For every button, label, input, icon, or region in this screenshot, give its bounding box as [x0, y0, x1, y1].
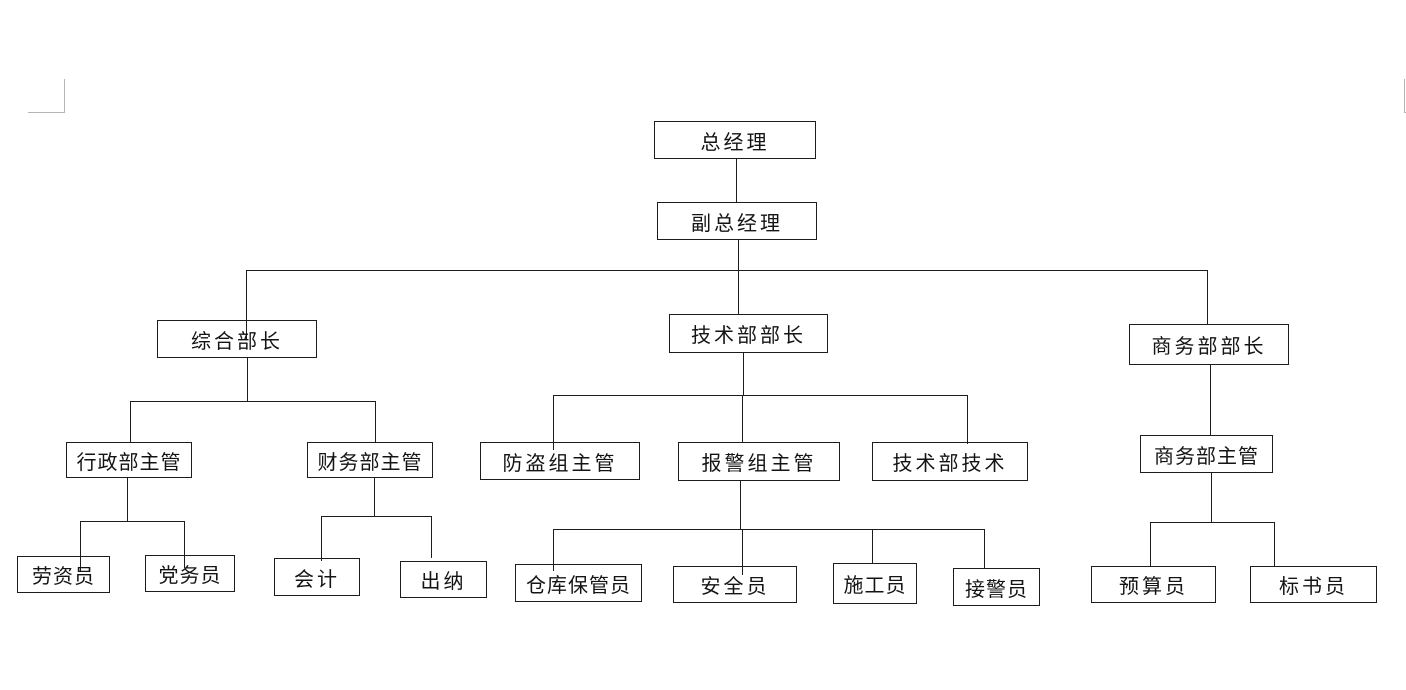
connector-line	[431, 516, 432, 558]
connector-line	[375, 401, 376, 442]
connector-line	[246, 270, 247, 340]
org-node-party-affairs-clerk: 党务员	[145, 555, 235, 592]
connector-line	[872, 529, 873, 563]
connector-line	[738, 270, 739, 314]
connector-line	[553, 529, 554, 571]
connector-line	[742, 395, 743, 442]
connector-line	[374, 478, 375, 516]
connector-line	[742, 529, 743, 575]
page-margin-corner-mark-right	[1404, 79, 1405, 113]
connector-line	[130, 401, 131, 442]
org-node-labor-wage-clerk: 劳资员	[17, 556, 110, 593]
org-node-warehouse-keeper: 仓库保管员	[515, 564, 642, 602]
connector-line	[80, 521, 185, 522]
connector-line	[1274, 522, 1275, 566]
connector-line	[967, 395, 968, 444]
page-margin-corner-mark-left	[64, 79, 65, 113]
connector-line	[736, 159, 737, 202]
connector-line	[553, 395, 967, 396]
connector-line	[321, 516, 322, 561]
org-node-alarm-receiver: 接警员	[953, 568, 1040, 606]
connector-line	[184, 521, 185, 568]
connector-line	[1150, 522, 1275, 523]
connector-line	[553, 529, 984, 530]
connector-line	[247, 358, 248, 401]
connector-line	[1211, 473, 1212, 522]
connector-line	[1207, 270, 1208, 324]
connector-line	[247, 270, 1208, 271]
org-node-admin-dept-supervisor: 行政部主管	[66, 442, 192, 478]
org-node-budget-clerk: 预算员	[1091, 566, 1216, 603]
org-node-anti-theft-supervisor: 防盗组主管	[480, 442, 640, 480]
connector-line	[130, 401, 375, 402]
org-node-accountant: 会计	[274, 558, 360, 596]
connector-line	[740, 481, 741, 529]
connector-line	[127, 478, 128, 521]
connector-line	[738, 240, 739, 270]
connector-line	[553, 395, 554, 450]
connector-line	[1210, 365, 1211, 435]
org-node-safety-officer: 安全员	[673, 566, 797, 603]
org-node-comprehensive-minister: 综合部长	[157, 320, 317, 358]
page-margin-corner-mark-left	[28, 112, 65, 113]
connector-line	[80, 521, 81, 571]
org-node-technical-dept-tech: 技术部技术	[872, 442, 1028, 481]
org-node-technical-dept-head: 技术部部长	[669, 314, 828, 353]
connector-line	[321, 516, 431, 517]
org-node-cashier: 出纳	[400, 561, 487, 598]
org-node-alarm-group-supervisor: 报警组主管	[678, 442, 840, 481]
page-margin-corner-mark-right	[1404, 112, 1406, 113]
connector-line	[984, 529, 985, 568]
org-node-construction-worker: 施工员	[833, 563, 917, 604]
org-node-bid-document-clerk: 标书员	[1250, 566, 1377, 603]
org-node-deputy-general-manager: 副总经理	[657, 202, 817, 240]
org-node-general-manager: 总经理	[654, 121, 816, 159]
org-node-commercial-dept-head: 商务部部长	[1129, 324, 1289, 365]
connector-line	[743, 353, 744, 395]
org-node-commercial-supervisor: 商务部主管	[1140, 435, 1273, 473]
connector-line	[1150, 522, 1151, 566]
org-node-finance-dept-supervisor: 财务部主管	[307, 442, 433, 478]
